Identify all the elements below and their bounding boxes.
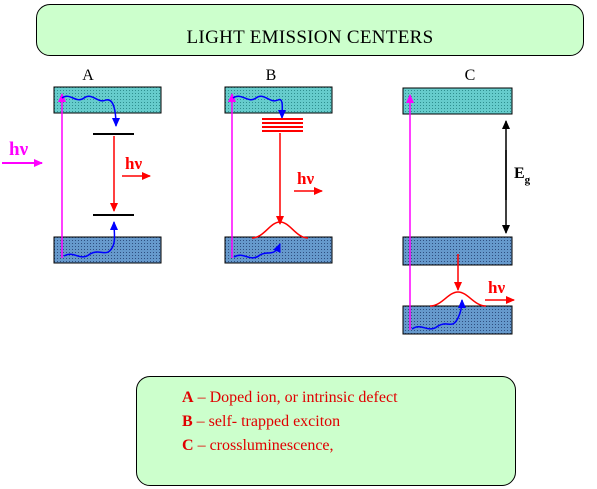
- legend-text-c: – crossluminescence,: [193, 437, 334, 454]
- exciton-levels-b: [262, 118, 303, 132]
- title-box: LIGHT EMISSION CENTERS: [36, 4, 584, 56]
- legend-item-c: C – crossluminescence,: [182, 437, 334, 455]
- electron-relaxation-path-a: [61, 95, 120, 127]
- electron-relaxation-path-b: [232, 95, 287, 119]
- emitted-photon-label-c: hν: [488, 278, 505, 297]
- legend-text-a: – Doped ion, or intrinsic defect: [193, 389, 398, 406]
- band-gap-subscript: g: [525, 174, 531, 186]
- valence-band-a: [53, 236, 162, 264]
- band-gap-label: Eg: [514, 165, 531, 186]
- panel-label-b: B: [266, 67, 277, 84]
- conduction-band-c: [402, 87, 513, 115]
- legend-text-b: – self- trapped exciton: [192, 413, 341, 430]
- panel-label-c: C: [465, 67, 476, 84]
- diagram-title: LIGHT EMISSION CENTERS: [186, 27, 434, 48]
- legend-item-a: A – Doped ion, or intrinsic defect: [182, 389, 398, 407]
- legend-key-a: A: [182, 389, 194, 406]
- core-hole-distribution-c: [429, 291, 487, 307]
- valence-band-b: [224, 236, 333, 264]
- hole-relaxation-path-c: [411, 299, 466, 330]
- legend-box: A – Doped ion, or intrinsic defect B – s…: [136, 376, 516, 486]
- trap-distribution-b: [251, 221, 309, 239]
- hole-relaxation-path-b: [233, 243, 281, 259]
- band-gap-main: E: [514, 165, 525, 182]
- incident-photon-label: hν: [9, 139, 29, 160]
- legend-key-b: B: [182, 413, 193, 430]
- legend-item-b: B – self- trapped exciton: [182, 413, 340, 431]
- hole-relaxation-path-a: [63, 221, 119, 258]
- legend-key-c: C: [182, 437, 194, 454]
- emitted-photon-label-a: hν: [125, 154, 142, 173]
- panel-label-a: A: [82, 67, 94, 84]
- emitted-photon-label-b: hν: [297, 169, 314, 188]
